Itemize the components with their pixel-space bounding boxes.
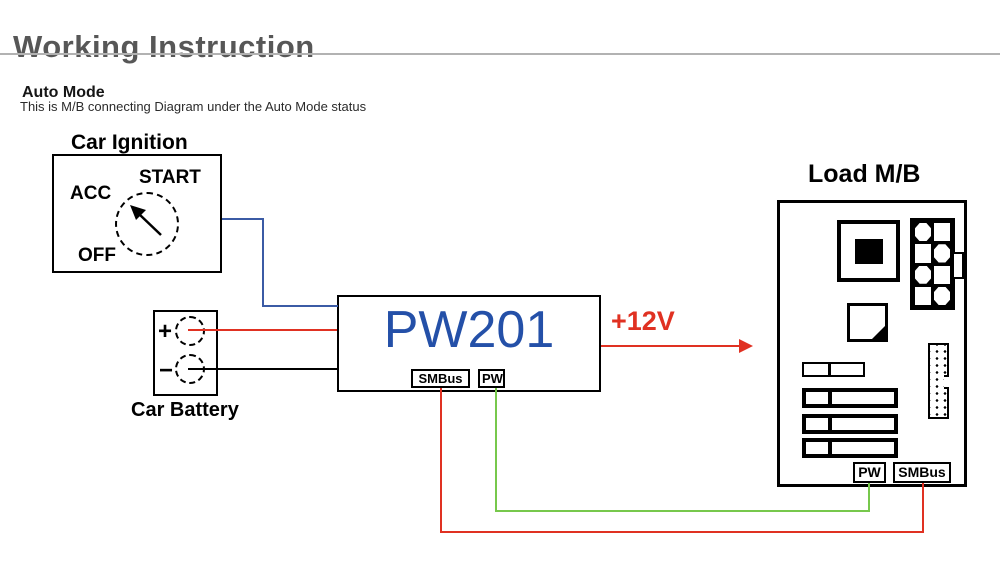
output-voltage-label: +12V bbox=[611, 306, 675, 336]
pw201-pw-port: PW bbox=[478, 369, 505, 388]
wire-pw-v1 bbox=[495, 387, 497, 512]
page-title: Working Instruction bbox=[13, 28, 315, 64]
atx-pin bbox=[915, 265, 931, 284]
load-mb-pw-port: PW bbox=[853, 462, 886, 483]
ignition-position-start: START bbox=[139, 167, 201, 188]
expansion-slot bbox=[802, 438, 898, 458]
ignition-position-off: OFF bbox=[78, 245, 116, 266]
atx-pin bbox=[915, 286, 931, 305]
expansion-slot bbox=[802, 414, 898, 434]
ignition-position-acc: ACC bbox=[70, 183, 112, 204]
ignition-dial-arrow-icon bbox=[130, 205, 162, 236]
load-mb-title: Load M/B bbox=[808, 160, 921, 188]
battery-plus-sign: + bbox=[158, 318, 173, 345]
pw201-smbus-port: SMBus bbox=[411, 369, 470, 388]
atx-pin bbox=[934, 286, 950, 305]
wire-pw-v2 bbox=[868, 483, 870, 512]
plus12v-arrow-head-icon bbox=[739, 339, 753, 353]
wire-ignition-v bbox=[262, 218, 264, 307]
plus12v-arrow-line bbox=[601, 345, 741, 347]
expansion-slot bbox=[802, 362, 865, 377]
front-panel-header-notch bbox=[944, 375, 949, 389]
slot-divider bbox=[828, 414, 832, 434]
load-mb-box bbox=[777, 200, 967, 487]
atx-pin bbox=[934, 265, 950, 284]
chipset-corner-mark bbox=[872, 326, 885, 339]
chipset bbox=[847, 303, 888, 342]
wire-ignition-h1 bbox=[222, 218, 264, 220]
wire-pw-h bbox=[495, 510, 870, 512]
atx-pin bbox=[934, 244, 950, 263]
section-description: This is M/B connecting Diagram under the… bbox=[20, 99, 367, 114]
section-heading: Auto Mode bbox=[22, 84, 105, 102]
wire-battery-negative bbox=[188, 368, 337, 370]
atx-pin bbox=[934, 223, 950, 242]
wire-smbus-v1 bbox=[440, 387, 442, 533]
front-panel-header bbox=[928, 343, 949, 419]
car-ignition-box: START ACC OFF bbox=[52, 154, 222, 273]
car-battery-box: + − bbox=[153, 310, 218, 396]
pw201-label: PW201 bbox=[383, 301, 555, 359]
cpu-die bbox=[854, 238, 883, 264]
title-divider bbox=[0, 53, 1000, 55]
slot-divider bbox=[828, 362, 831, 377]
atx-pin bbox=[915, 223, 931, 242]
wire-smbus-h bbox=[440, 531, 924, 533]
ignition-dial bbox=[115, 192, 179, 256]
wire-battery-positive bbox=[188, 329, 337, 331]
car-battery-title: Car Battery bbox=[131, 399, 239, 421]
expansion-slot bbox=[802, 388, 898, 408]
wire-smbus-v2 bbox=[922, 483, 924, 533]
atx-power-connector bbox=[910, 218, 955, 310]
load-mb-smbus-port: SMBus bbox=[893, 462, 951, 483]
car-ignition-title: Car Ignition bbox=[71, 131, 188, 154]
slot-divider bbox=[828, 388, 832, 408]
wire-ignition-h2 bbox=[262, 305, 338, 307]
atx-pin bbox=[915, 244, 931, 263]
battery-plus-terminal bbox=[175, 316, 205, 346]
battery-minus-sign: − bbox=[159, 357, 174, 384]
cpu-socket bbox=[837, 220, 900, 282]
slot-divider bbox=[828, 438, 832, 458]
atx-connector-clip bbox=[952, 252, 964, 279]
